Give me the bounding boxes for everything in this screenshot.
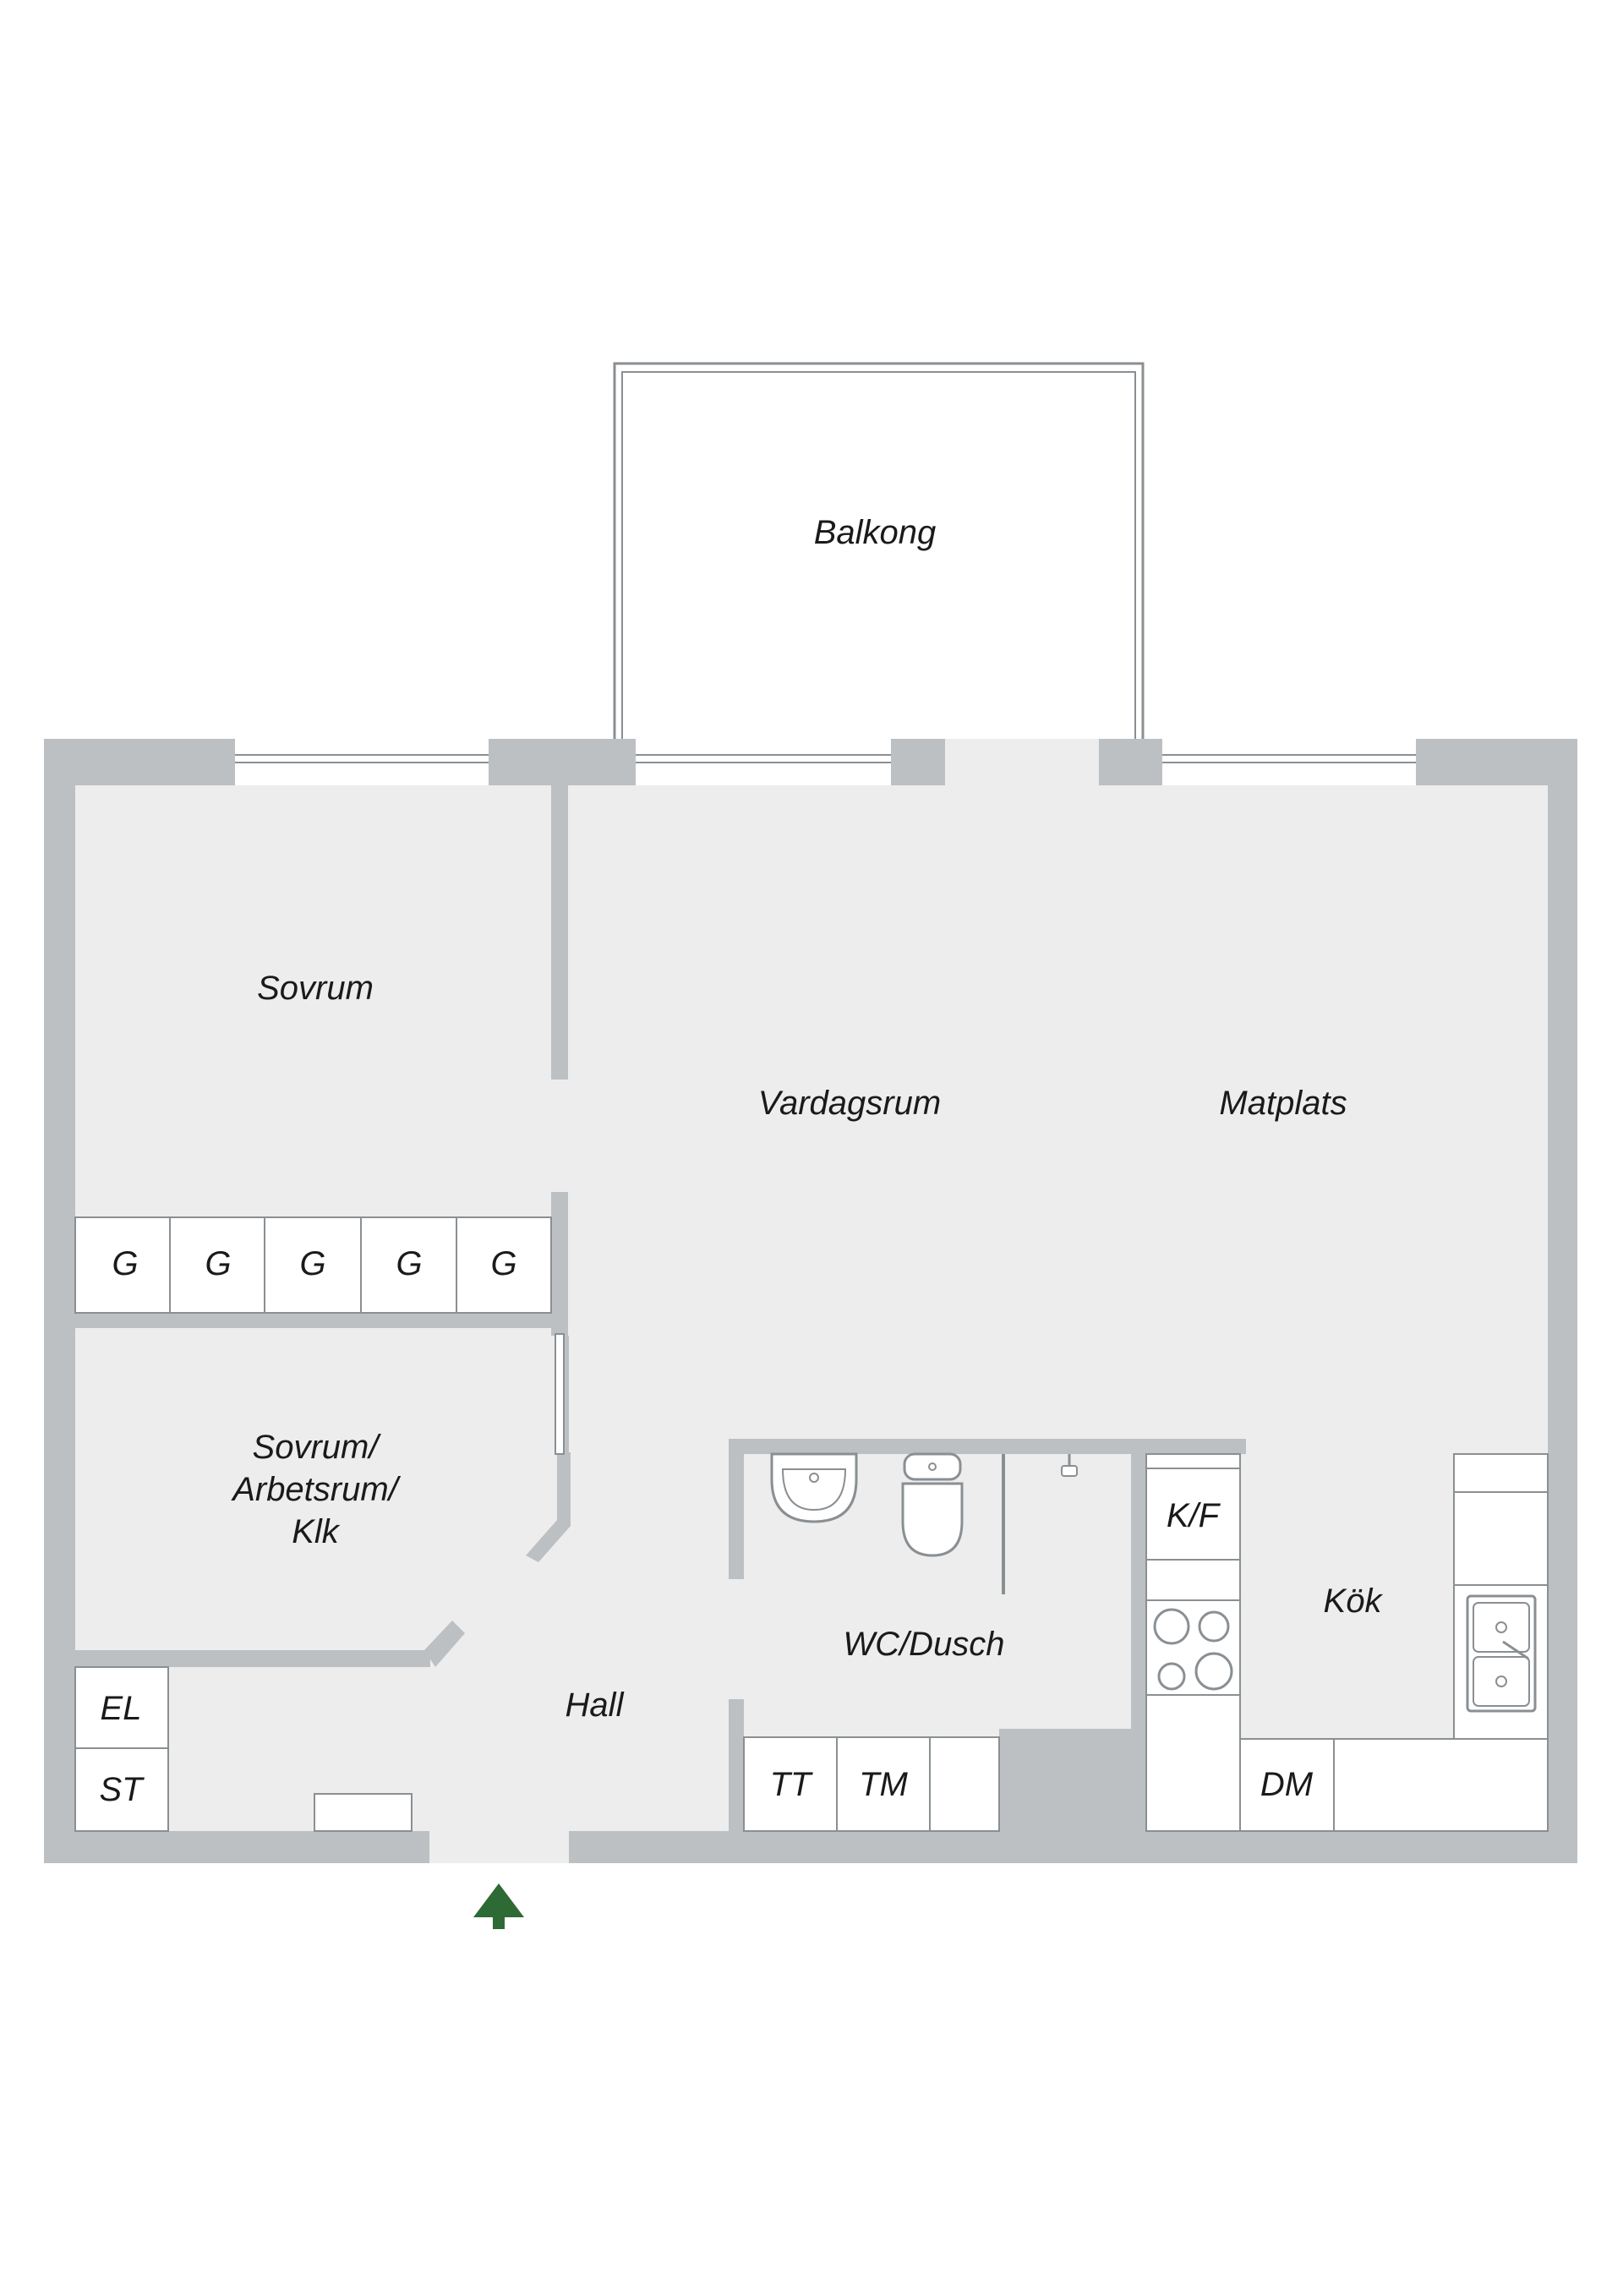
hall-bench [314, 1793, 413, 1832]
room-label-balkong: Balkong [814, 514, 937, 551]
room-label-sovrum2-line2: Arbetsrum/ [231, 1471, 401, 1508]
kitchen-left-units: K/F [1145, 1453, 1241, 1832]
toilet-icon [901, 1452, 964, 1557]
entrance-door-opening [429, 1831, 569, 1863]
wardrobe-label: G [490, 1245, 516, 1282]
wardrobe-label: G [112, 1245, 138, 1282]
entrance-arrow-icon [473, 1883, 524, 1929]
room-label-sovrum: Sovrum [257, 970, 374, 1007]
wardrobe-label: G [396, 1245, 422, 1282]
dishwasher-label: DM [1260, 1766, 1314, 1803]
room-label-sovrum2-line1: Sovrum/ [253, 1429, 382, 1466]
room-label-kok: Kök [1324, 1583, 1384, 1620]
fridge-freezer-label: K/F [1167, 1497, 1221, 1534]
room-label-vardagsrum: Vardagsrum [758, 1085, 941, 1122]
balcony-door-opening [945, 739, 1099, 786]
shower-icon [1061, 1454, 1078, 1477]
interior-walls [75, 785, 1246, 1831]
balcony [613, 362, 1145, 746]
wardrobe-label: G [205, 1245, 231, 1282]
wardrobes: G G G G G [74, 1216, 552, 1314]
washing-machine-label: TM [859, 1766, 908, 1803]
angled-wall-hall [424, 1621, 465, 1667]
hall-cabinets: EL ST [74, 1666, 169, 1832]
room-label-hall: Hall [566, 1686, 625, 1724]
electric-cabinet-label: EL [101, 1690, 142, 1727]
kitchen-sink-icon [1466, 1594, 1537, 1713]
wash-basin-icon [770, 1452, 858, 1523]
room-label-matplats: Matplats [1219, 1085, 1347, 1122]
sliding-door [555, 1333, 565, 1455]
room-label-sovrum2-line3: Klk [292, 1513, 341, 1550]
tumble-dryer-label: TT [770, 1766, 813, 1803]
room-label-wc-dusch: WC/Dusch [843, 1626, 1004, 1663]
wardrobe-label: G [299, 1245, 325, 1282]
kitchen-bottom-counter: DM [1239, 1738, 1549, 1832]
windows [235, 739, 1416, 785]
storage-cabinet-label: ST [99, 1771, 145, 1808]
angled-wall-sovrum [526, 1520, 571, 1562]
laundry-units: TT TM [743, 1736, 1000, 1832]
stove-icon [1153, 1608, 1233, 1691]
